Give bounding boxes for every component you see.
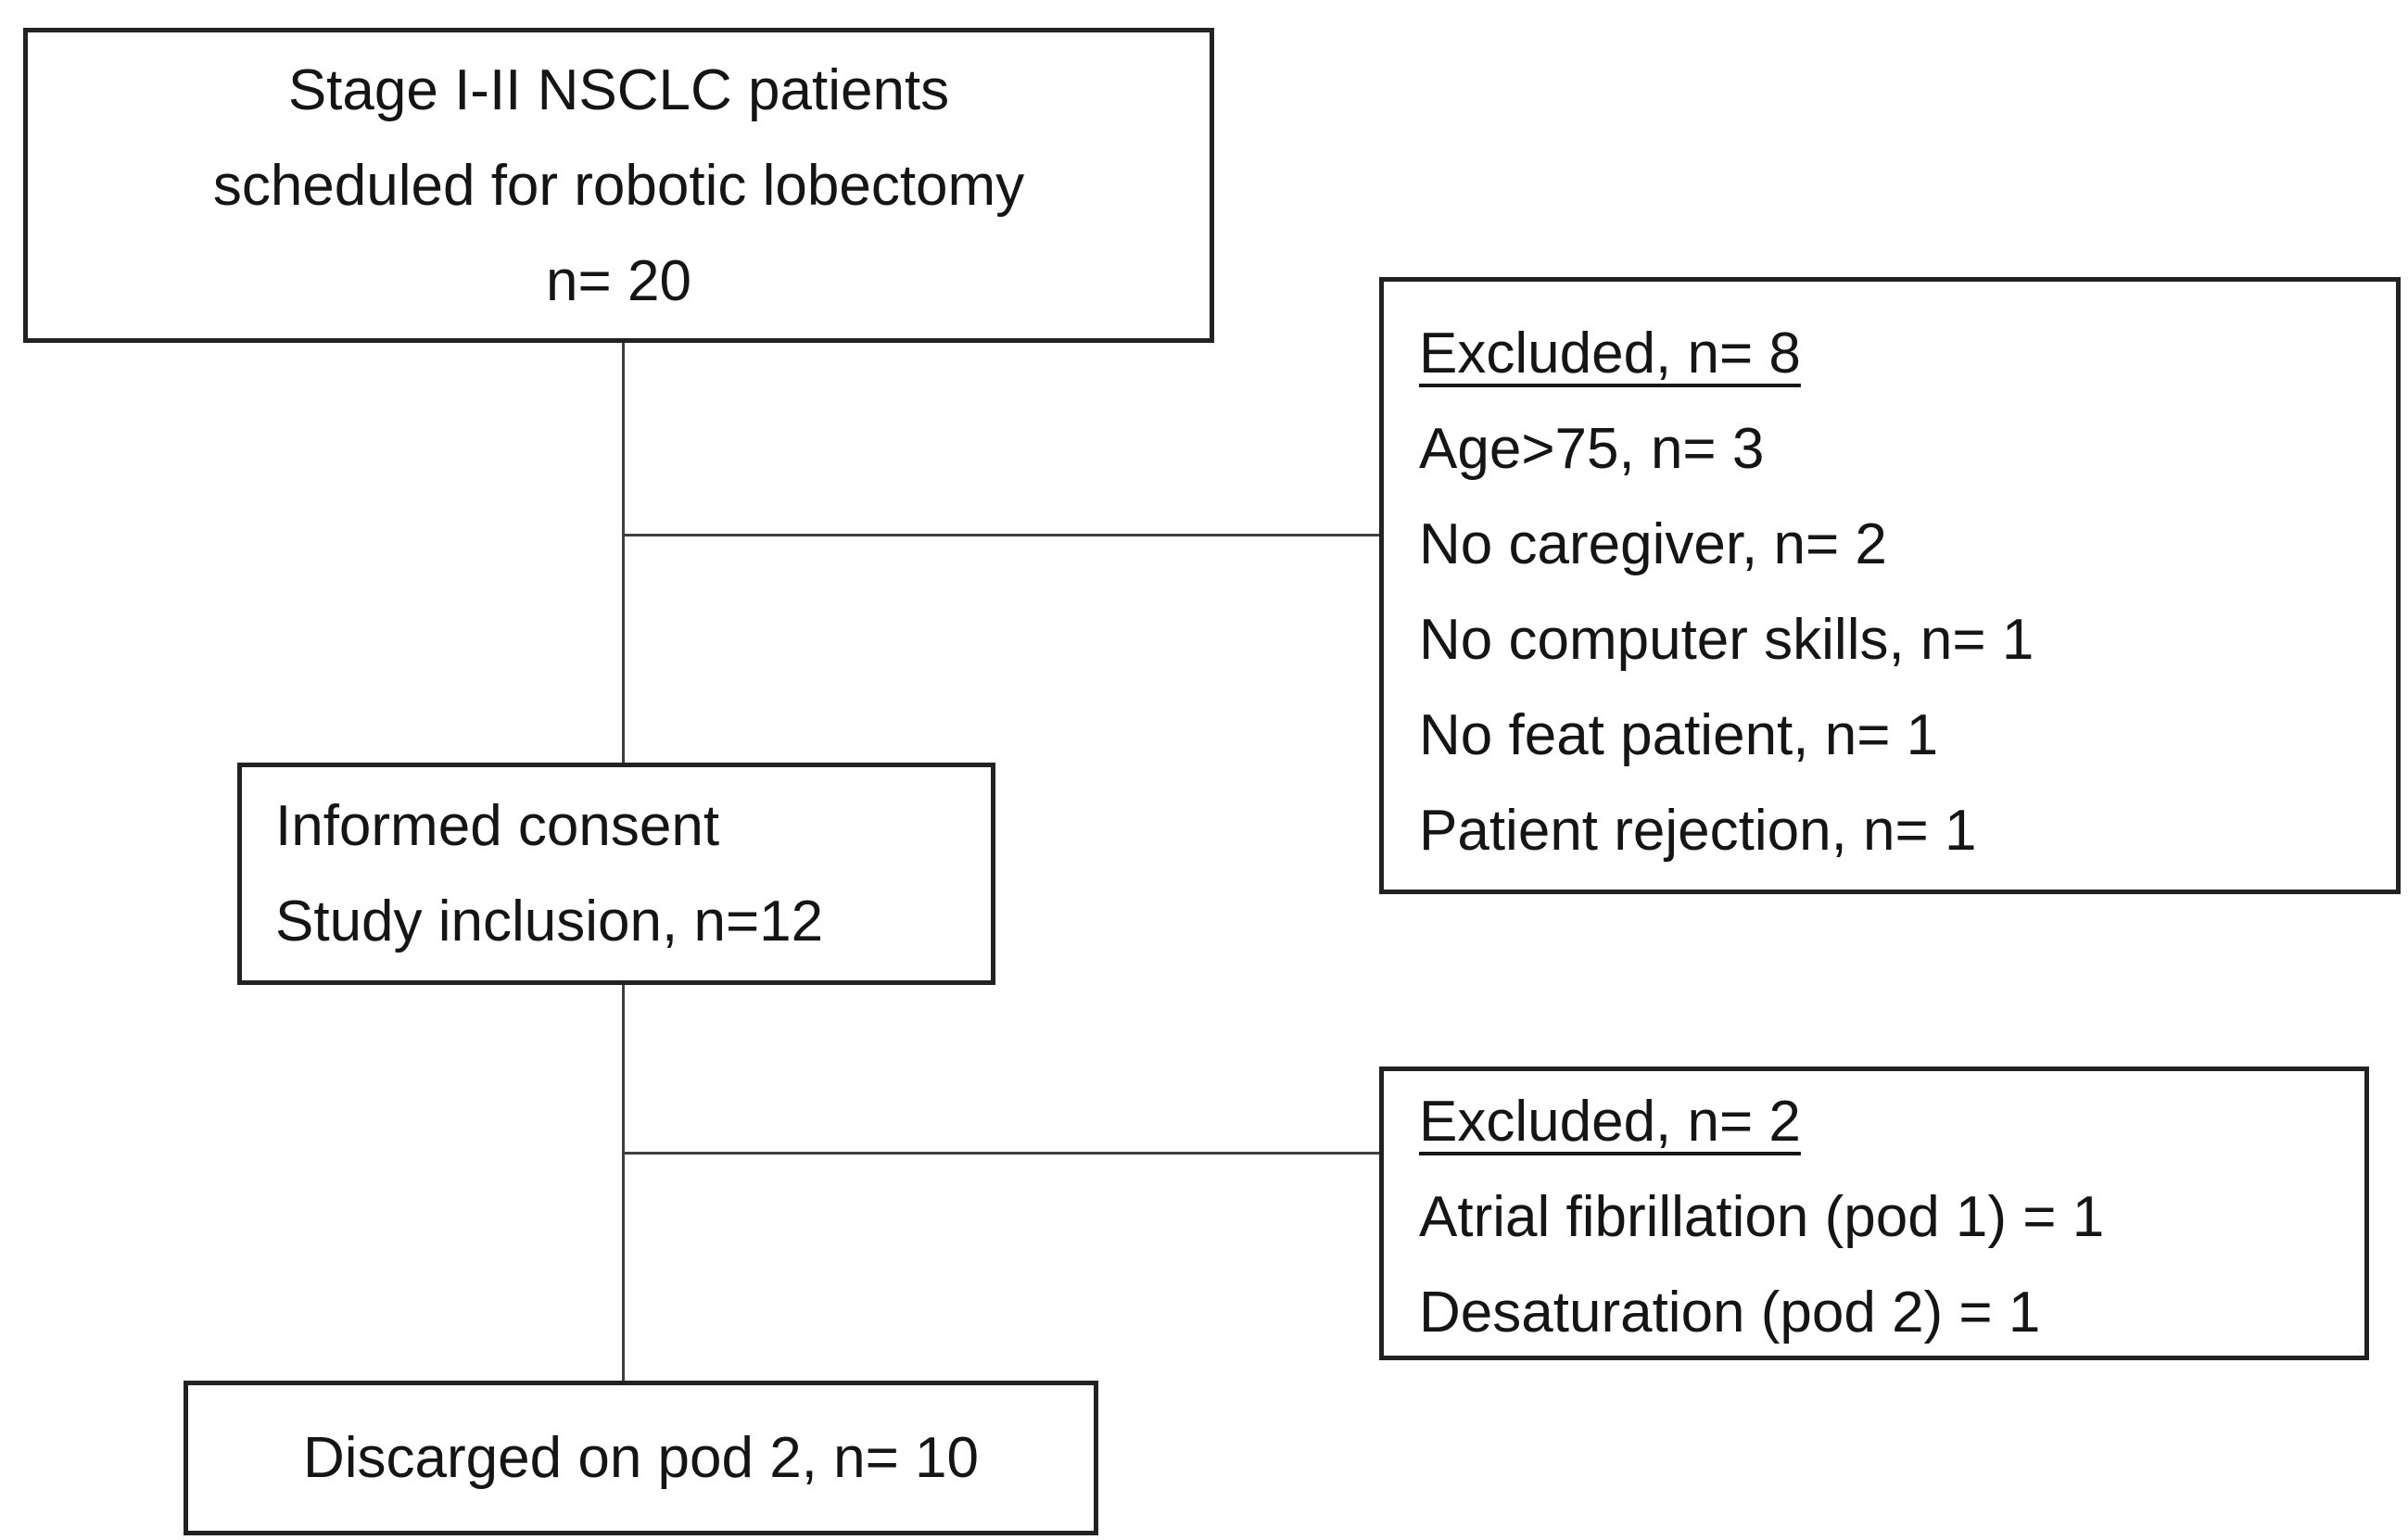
box-discharge: Discarged on pod 2, n= 10 xyxy=(184,1381,1098,1535)
excluded-top-item-4: No feat patient, n= 1 xyxy=(1419,703,1939,767)
connector-vertical-top xyxy=(622,343,625,763)
excluded-bottom-heading: Excluded, n= 2 xyxy=(1419,1090,1801,1154)
enrollment-count: n= 20 xyxy=(546,248,691,313)
inclusion-line-1: Informed consent xyxy=(275,794,720,858)
enrollment-line-1: Stage I-II NSCLC patients xyxy=(287,57,950,122)
excluded-bottom-item-1: Atrial fibrillation (pod 1) = 1 xyxy=(1419,1185,2105,1249)
enrollment-line-2: scheduled for robotic lobectomy xyxy=(212,153,1025,218)
excluded-bottom-item-2: Desaturation (pod 2) = 1 xyxy=(1419,1281,2041,1344)
inclusion-line-2: Study inclusion, n=12 xyxy=(275,890,824,953)
box-inclusion: Informed consent Study inclusion, n=12 xyxy=(237,763,995,985)
excluded-top-item-5: Patient rejection, n= 1 xyxy=(1419,799,1977,863)
connector-branch-excluded-bottom xyxy=(624,1152,1379,1155)
excluded-top-item-2: No caregiver, n= 2 xyxy=(1419,512,1887,576)
connector-branch-excluded-top xyxy=(624,534,1379,536)
excluded-top-heading: Excluded, n= 8 xyxy=(1419,322,1801,385)
box-excluded-top: Excluded, n= 8 Age>75, n= 3 No caregiver… xyxy=(1379,277,2401,894)
box-excluded-bottom: Excluded, n= 2 Atrial fibrillation (pod … xyxy=(1379,1067,2369,1360)
excluded-top-item-3: No computer skills, n= 1 xyxy=(1419,608,2034,672)
discharge-label: Discarged on pod 2, n= 10 xyxy=(302,1426,979,1490)
connector-vertical-bottom xyxy=(622,985,625,1381)
box-enrollment: Stage I-II NSCLC patients scheduled for … xyxy=(23,28,1214,343)
excluded-top-item-1: Age>75, n= 3 xyxy=(1419,417,1765,481)
